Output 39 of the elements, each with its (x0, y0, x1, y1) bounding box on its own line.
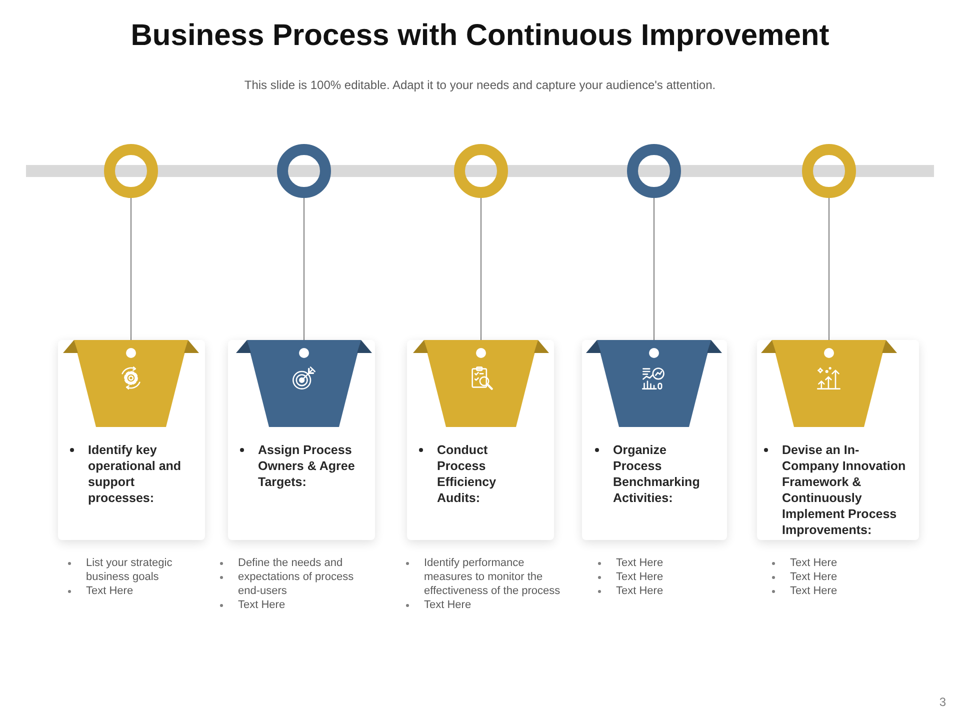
step-heading: Assign Process Owners & Agree Targets: (258, 442, 356, 490)
bullet-item: List your strategic business goals (86, 556, 174, 584)
card (228, 340, 375, 540)
bullet-item: Text Here (616, 584, 664, 598)
card (58, 340, 205, 540)
hanging-tag (63, 340, 199, 427)
card (757, 340, 919, 540)
ring-marker (104, 144, 158, 198)
step-heading: Identify key operational and support processes: (88, 442, 182, 506)
hanging-tag (236, 340, 372, 427)
bullet-item: Define the needs and (238, 556, 344, 570)
ring-marker (627, 144, 681, 198)
connector-line (130, 198, 132, 340)
step-heading: Devise an In-Company Innovation Framework & Continuously Implement Process Improvements: (782, 442, 907, 538)
bullet-item: Identify performance measures to monitor the effectiveness of the process (424, 556, 562, 598)
card (407, 340, 554, 540)
connector-line (828, 198, 830, 340)
bullet-item: Text Here (238, 598, 286, 612)
bullet-item: Text Here (790, 570, 838, 584)
ring-marker (454, 144, 508, 198)
bullet-item: Text Here (790, 584, 838, 598)
ring-marker (277, 144, 331, 198)
bullet-item: expectations of process end-users (238, 570, 355, 598)
subtitle: This slide is 100% editable. Adapt it to your needs and capture your audience's attention. (243, 77, 717, 93)
bullet-item: Text Here (86, 584, 134, 598)
bullet-item: Text Here (424, 598, 472, 612)
step-heading: Conduct Process Efficiency Audits: (437, 442, 498, 506)
card (582, 340, 727, 540)
connector-line (480, 198, 482, 340)
hanging-tag (761, 340, 897, 427)
step-heading: Organize Process Benchmarking Activities: (613, 442, 701, 506)
bullet-item: Text Here (616, 556, 664, 570)
bullet-item: Text Here (790, 556, 838, 570)
ring-marker (802, 144, 856, 198)
title: Business Process with Continuous Improvement (130, 18, 830, 54)
page-number: 3 (938, 694, 946, 710)
bullet-item: Text Here (616, 570, 664, 584)
hanging-tag (586, 340, 722, 427)
hanging-tag (413, 340, 549, 427)
